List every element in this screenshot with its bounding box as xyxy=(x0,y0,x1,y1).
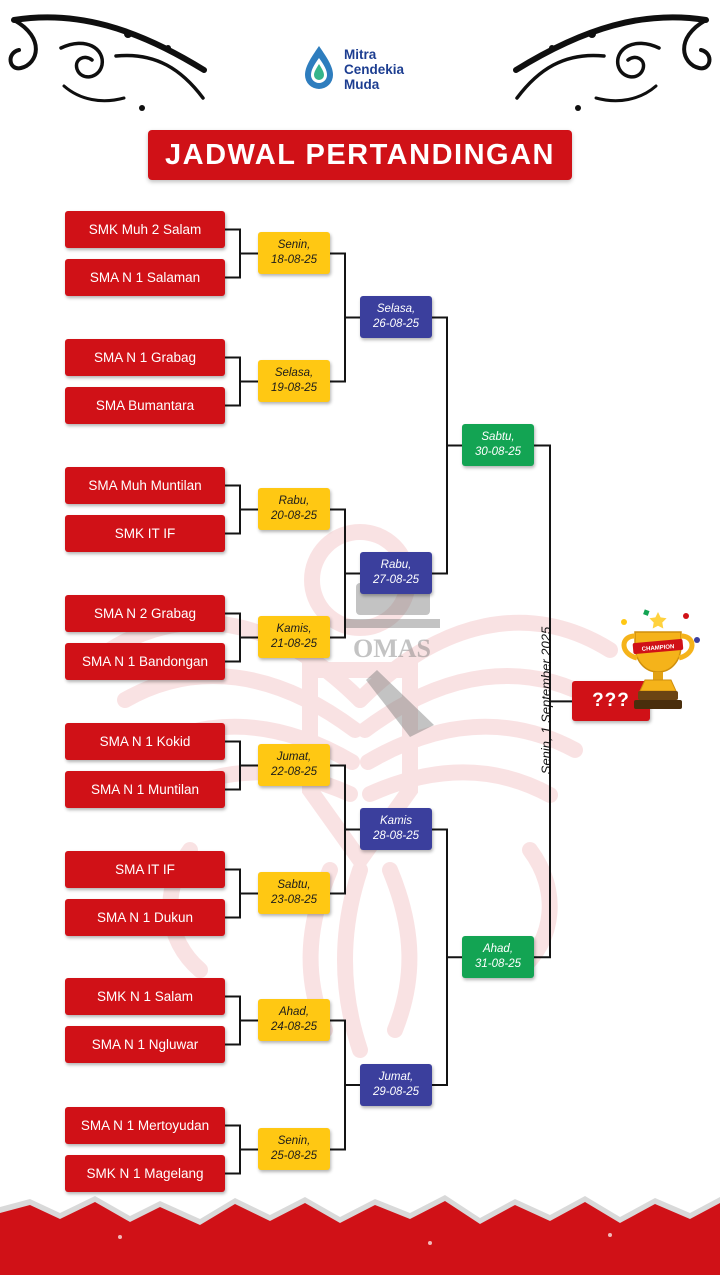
match-date: 19-08-25 xyxy=(270,382,318,394)
match-day: Sabtu, xyxy=(277,879,311,892)
match-date: 26-08-25 xyxy=(372,318,420,330)
match-date: 23-08-25 xyxy=(270,894,318,906)
match-day: Rabu, xyxy=(380,559,412,572)
match-day: Senin, xyxy=(277,239,311,252)
team-box: SMA N 1 Mertoyudan xyxy=(65,1107,225,1144)
round2-date-box: Rabu, 27-08-25 xyxy=(360,552,432,594)
title-banner: JADWAL PERTANDINGAN xyxy=(148,130,572,180)
team-box: SMA N 1 Bandongan xyxy=(65,643,225,680)
team-box: SMA Muh Muntilan xyxy=(65,467,225,504)
round2-date-box: Kamis 28-08-25 xyxy=(360,808,432,850)
torn-paper-edge xyxy=(0,1185,720,1280)
round1-date-box: Ahad, 24-08-25 xyxy=(258,999,330,1041)
round1-date-box: Sabtu, 23-08-25 xyxy=(258,872,330,914)
logo-line-3: Muda xyxy=(344,77,380,93)
team-box: SMA N 1 Muntilan xyxy=(65,771,225,808)
match-date: 27-08-25 xyxy=(372,574,420,586)
final-winner-placeholder: ??? xyxy=(592,690,630,711)
match-date: 22-08-25 xyxy=(270,766,318,778)
match-date: 30-08-25 xyxy=(474,446,522,458)
team-box: SMK N 1 Magelang xyxy=(65,1155,225,1192)
logo-line-2: Cendekia xyxy=(344,61,405,77)
team-box: SMA N 1 Kokid xyxy=(65,723,225,760)
semifinal-date-box: Ahad, 31-08-25 xyxy=(462,936,534,978)
match-date: 21-08-25 xyxy=(270,638,318,650)
page-title: JADWAL PERTANDINGAN xyxy=(165,138,555,171)
team-box: SMA N 1 Ngluwar xyxy=(65,1026,225,1063)
match-date: 24-08-25 xyxy=(270,1021,318,1033)
round1-date-box: Selasa, 19-08-25 xyxy=(258,360,330,402)
match-date: 20-08-25 xyxy=(270,510,318,522)
match-day: Selasa, xyxy=(376,303,416,316)
logo-text: Mitra Cendekia Muda xyxy=(344,47,404,92)
team-box: SMA Bumantara xyxy=(65,387,225,424)
logo-drop-icon xyxy=(302,44,336,95)
team-box: SMK IT IF xyxy=(65,515,225,552)
svg-text:CHAMPION: CHAMPION xyxy=(642,644,675,653)
match-date: 25-08-25 xyxy=(270,1150,318,1162)
match-day: Selasa, xyxy=(274,367,314,380)
match-day: Ahad, xyxy=(482,943,514,956)
round1-date-box: Kamis, 21-08-25 xyxy=(258,616,330,658)
match-date: 29-08-25 xyxy=(372,1086,420,1098)
match-day: Jumat, xyxy=(378,1071,414,1084)
match-day: Jumat, xyxy=(276,751,312,764)
gray-watermark: OMAS xyxy=(322,575,462,750)
corner-flourish-left-icon xyxy=(6,8,211,125)
match-day: Rabu, xyxy=(278,495,310,508)
match-date: 28-08-25 xyxy=(372,830,420,842)
round2-date-box: Selasa, 26-08-25 xyxy=(360,296,432,338)
team-box: SMA N 2 Grabag xyxy=(65,595,225,632)
logo-line-1: Mitra xyxy=(344,46,377,62)
match-date: 31-08-25 xyxy=(474,958,522,970)
team-box: SMK Muh 2 Salam xyxy=(65,211,225,248)
match-day: Kamis xyxy=(380,815,412,828)
semifinal-date-box: Sabtu, 30-08-25 xyxy=(462,424,534,466)
team-box: SMK N 1 Salam xyxy=(65,978,225,1015)
round1-date-box: Senin, 25-08-25 xyxy=(258,1128,330,1170)
final-date-label: Senin, 1 September 2025 xyxy=(538,626,554,775)
team-box: SMA N 1 Dukun xyxy=(65,899,225,936)
match-day: Kamis, xyxy=(276,623,312,636)
match-day: Senin, xyxy=(277,1135,311,1148)
brand-logo: Mitra Cendekia Muda xyxy=(302,44,404,95)
round2-date-box: Jumat, 29-08-25 xyxy=(360,1064,432,1106)
round1-date-box: Jumat, 22-08-25 xyxy=(258,744,330,786)
team-box: SMA N 1 Salaman xyxy=(65,259,225,296)
team-box: SMA IT IF xyxy=(65,851,225,888)
final-winner-box: ??? xyxy=(572,681,650,721)
round1-date-box: Senin, 18-08-25 xyxy=(258,232,330,274)
match-day: Ahad, xyxy=(278,1006,310,1019)
team-box: SMA N 1 Grabag xyxy=(65,339,225,376)
watermark-text: OMAS xyxy=(353,634,431,663)
corner-flourish-right-icon xyxy=(509,8,714,125)
round1-date-box: Rabu, 20-08-25 xyxy=(258,488,330,530)
match-day: Sabtu, xyxy=(481,431,515,444)
match-date: 18-08-25 xyxy=(270,254,318,266)
